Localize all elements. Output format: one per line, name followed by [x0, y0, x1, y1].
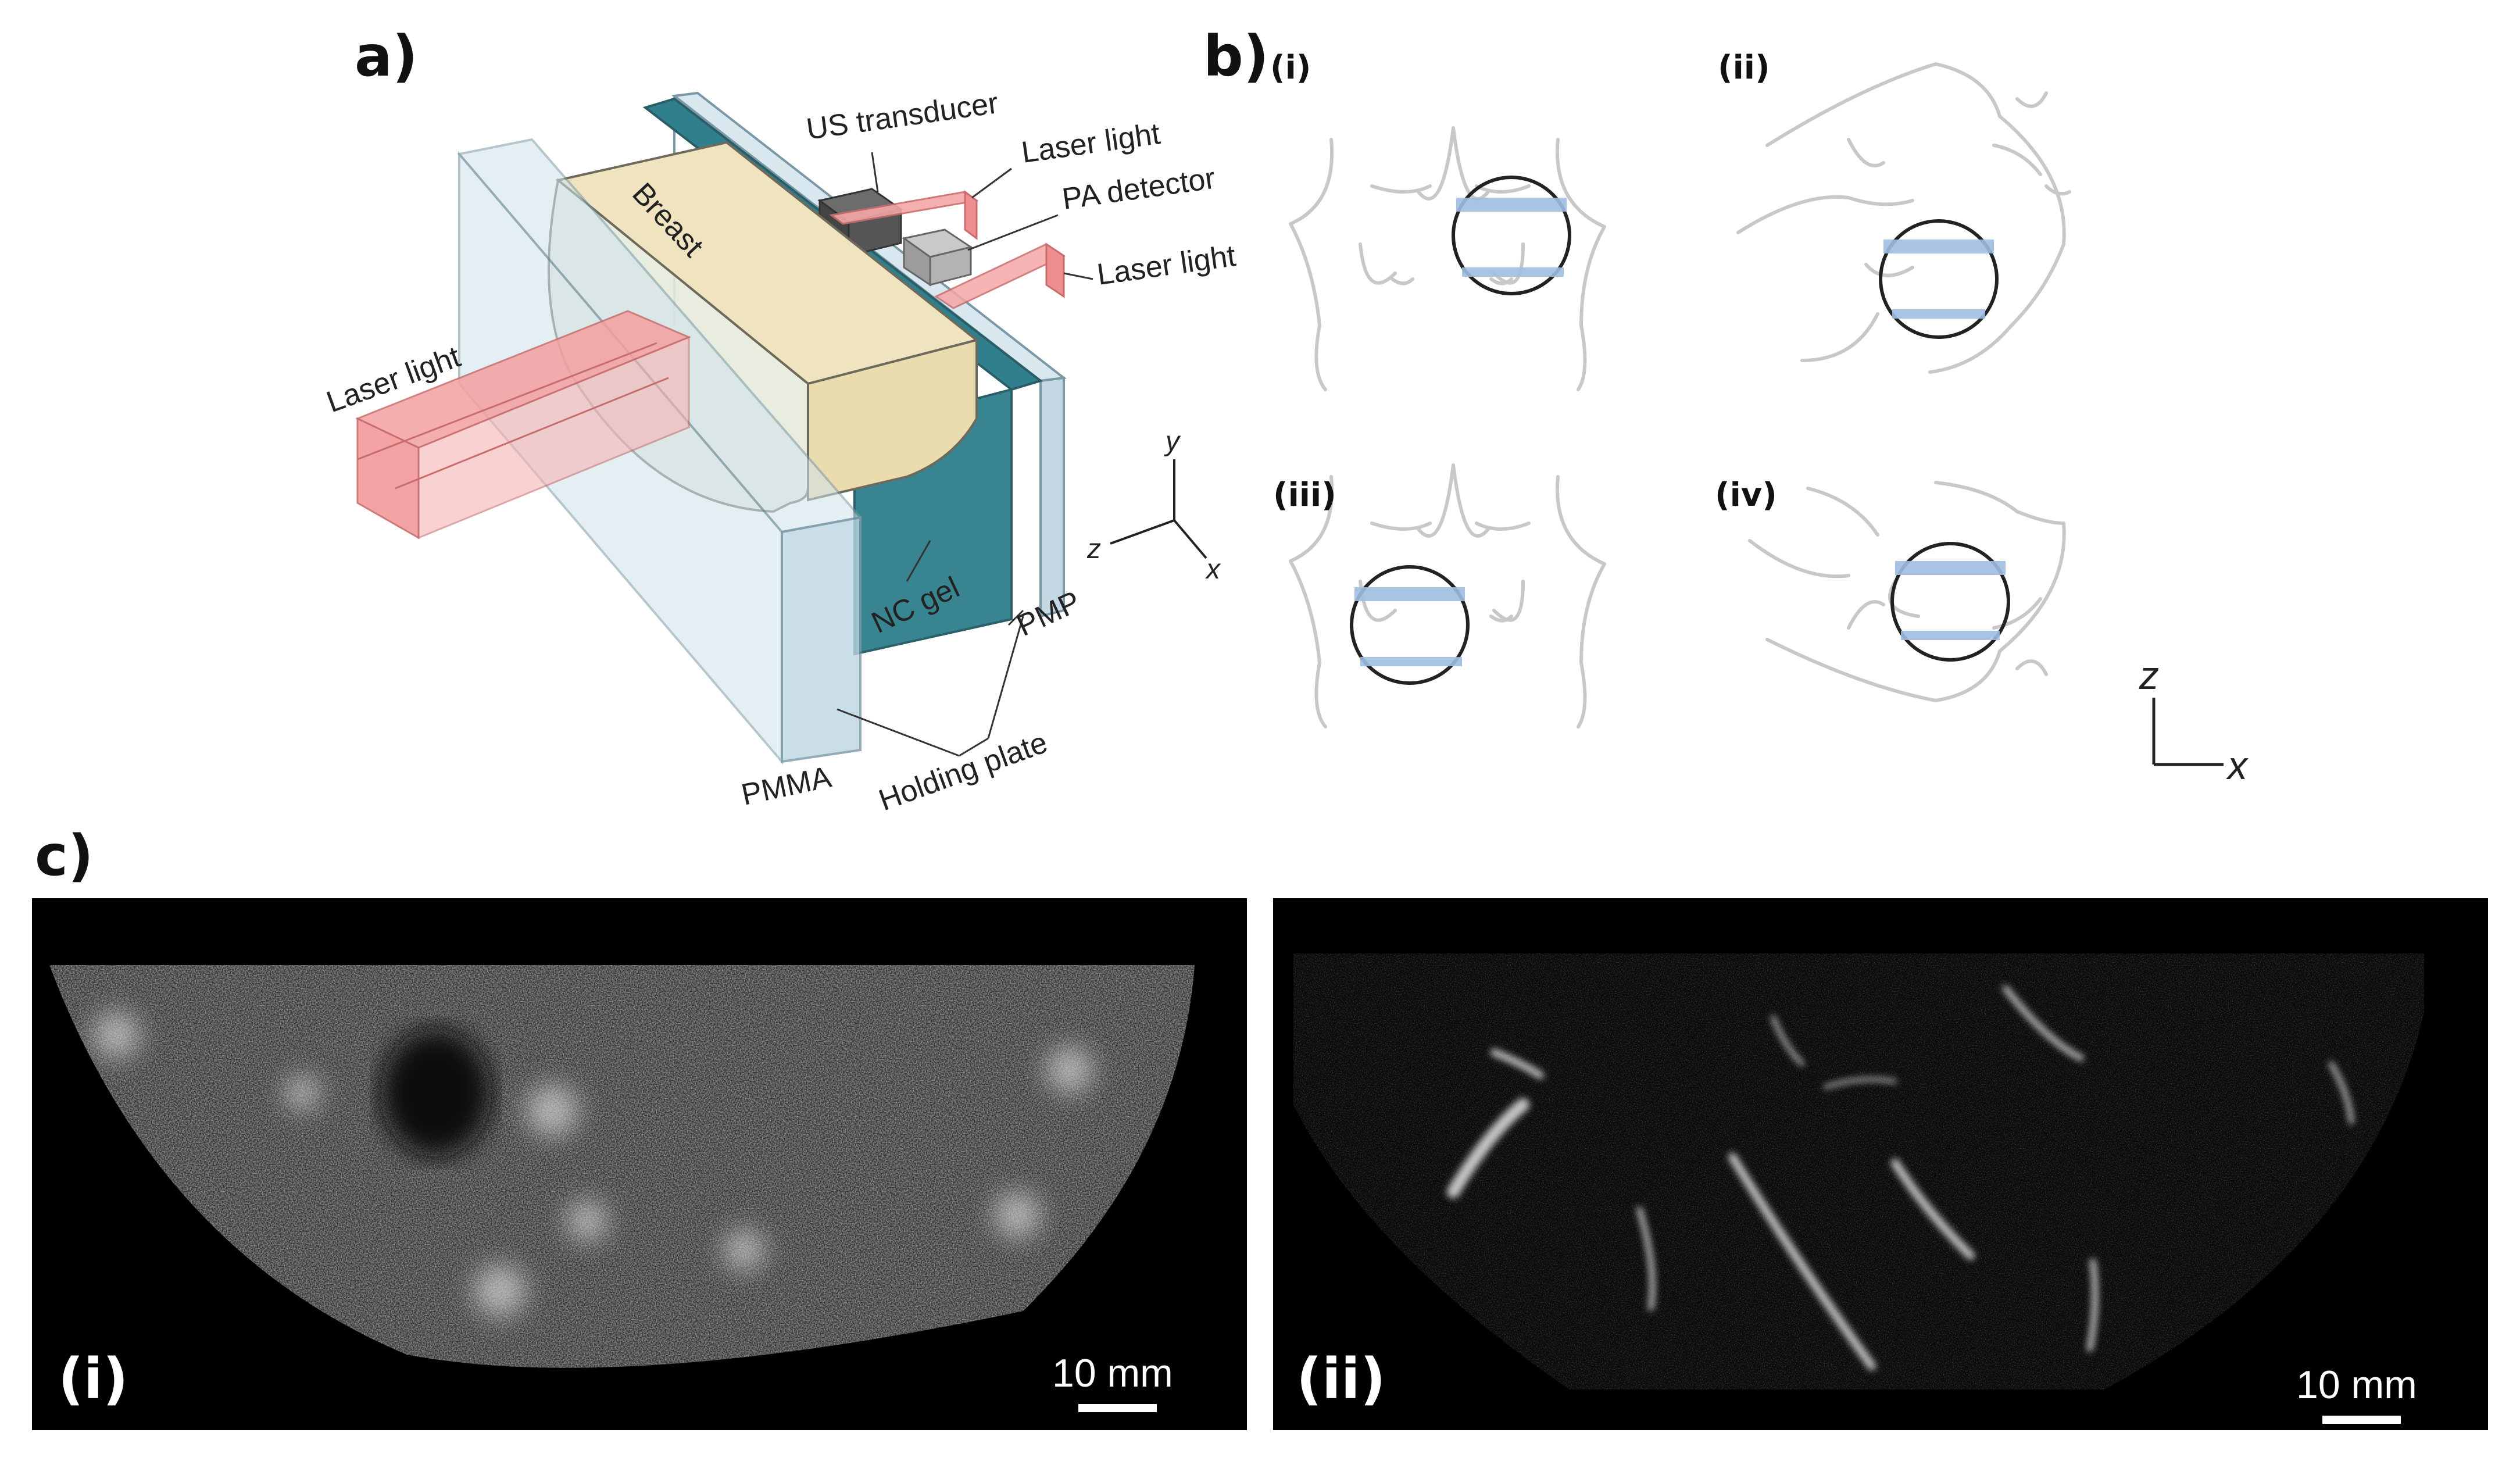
panel-a-letter: a): [355, 24, 418, 89]
pa-image-label: (ii): [1296, 1346, 1386, 1412]
view-i-label: (i): [1270, 49, 1311, 87]
pa-scale-text: 10 mm: [2296, 1363, 2417, 1407]
us-image-label: (i): [58, 1346, 128, 1412]
view-iii-band-bottom: [1360, 657, 1462, 666]
label-pa-detector: PA detector: [1060, 162, 1217, 216]
axis2d-z-label: z: [2139, 653, 2159, 698]
axes-2d: [2152, 698, 2224, 766]
pa-detector: [902, 228, 973, 287]
axis2d-x-label: x: [2226, 744, 2249, 788]
view-ii-label: (ii): [1718, 49, 1770, 87]
view-iv-band-bottom: [1901, 631, 2000, 640]
label-holding-plate: Holding plate: [874, 726, 1052, 817]
leader-lines: [837, 152, 1093, 757]
view-ii-ring: [1879, 219, 1999, 339]
view-ii-band-bottom: [1892, 309, 1985, 319]
view-iv-band-top: [1895, 561, 2006, 575]
view-i-band-top: [1456, 198, 1567, 212]
laser-beam-right: [934, 242, 1066, 309]
view-iv-ring: [1890, 542, 2010, 662]
pa-scale-bar: [2322, 1416, 2401, 1424]
view-iv-sketch: [1748, 481, 2066, 702]
label-pmma: PMMA: [738, 760, 834, 812]
panel-b-letter: b): [1203, 24, 1269, 89]
view-iii-sketch: [1289, 463, 1606, 728]
axis-y-label: y: [1164, 426, 1181, 457]
us-image: (i) 10 mm: [32, 898, 1247, 1430]
pa-image: (ii) 10 mm: [1273, 898, 2488, 1430]
label-laser-light-right: Laser light: [1095, 239, 1238, 292]
view-ii-sketch: [1736, 62, 2071, 374]
us-scale-text: 10 mm: [1052, 1351, 1173, 1395]
laser-beam-left: [355, 310, 691, 540]
view-iii-band-top: [1354, 587, 1465, 601]
axes-3d: [1110, 459, 1207, 559]
view-i-sketch: [1289, 126, 1606, 391]
axis-x-label: x: [1205, 554, 1221, 585]
view-i-ring: [1452, 176, 1571, 295]
axis-z-label: z: [1086, 534, 1101, 565]
view-iv-label: (iv): [1715, 476, 1777, 514]
panel-a: a): [322, 24, 1238, 817]
view-iii-label: (iii): [1273, 476, 1336, 514]
view-i-band-bottom: [1462, 267, 1564, 277]
us-scale-bar: [1078, 1404, 1157, 1412]
view-ii-band-top: [1883, 240, 1994, 253]
panel-c: c) (i) 10 mm: [32, 823, 2488, 1430]
panel-c-letter: c): [35, 823, 94, 888]
view-iii-ring: [1350, 565, 1470, 685]
panel-b: b) (i) (ii): [1203, 24, 2249, 788]
label-us-transducer: US transducer: [805, 86, 1000, 147]
label-laser-light-top: Laser light: [1020, 117, 1163, 170]
